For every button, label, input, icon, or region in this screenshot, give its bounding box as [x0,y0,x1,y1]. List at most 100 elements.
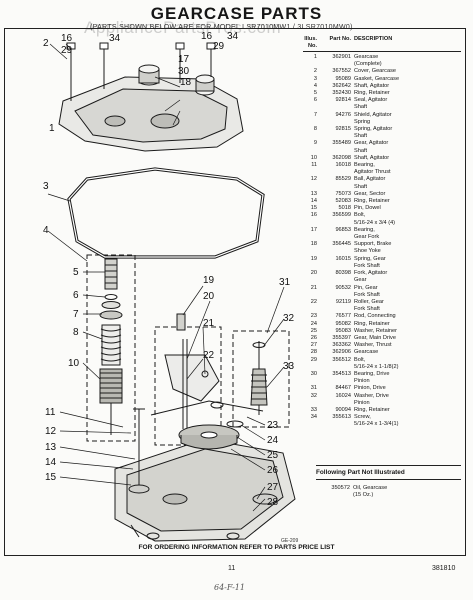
illus-number: 6 [313,97,317,104]
callout-30: 30 [178,66,190,77]
callout-16: 16 [61,33,73,44]
illus-number: 27 [310,342,317,349]
part-description: Spring, Gear [354,255,386,262]
callout-34: 34 [109,33,121,44]
part-number: 363362 [332,342,351,349]
illus-number: 9 [313,140,317,147]
part-number: 356599 [332,212,351,219]
part-description: Ball, Agitator [354,176,386,183]
document-number: 381810 [432,565,456,572]
illus-number: 4 [313,82,317,89]
part-description: Gasket, Gearcase [354,75,400,82]
callout-32: 32 [283,313,295,324]
page-title: GEARCASE PARTS [150,4,323,23]
part-number: 85529 [335,176,351,183]
illus-number: 10 [310,154,317,161]
part-number: 362098 [332,154,351,161]
part-description: Shield, Agitator [354,111,392,118]
connecting-rod [150,400,264,416]
callout-28: 28 [267,497,279,508]
part-number: 355489 [332,140,351,147]
part-description: Ring, Retainer [354,406,390,413]
drive-pinion-group [232,330,290,428]
illus-number: 20 [310,270,317,277]
drawing-code: GE-209 [281,538,299,544]
part-description-continued: Spring [354,118,371,125]
callout-18: 18 [180,77,192,88]
callout-13: 13 [45,442,57,453]
part-number: 94276 [335,111,351,118]
part-number: 90532 [335,284,351,291]
illus-number: 31 [310,385,317,392]
part-number: 84467 [335,385,351,392]
callout-4: 4 [43,225,49,236]
callout-21: 21 [203,318,215,329]
part-number: 16024 [335,392,351,399]
part-number: 356512 [332,356,351,363]
illus-number: 13 [310,190,317,197]
part-description: Bearing, [354,226,375,233]
illus-number: 30 [310,370,317,377]
part-description: Spring, Agitator [354,126,393,133]
part-description: Seal, Agitator [354,97,388,104]
callout-5: 5 [73,267,79,278]
part-number: 92814 [335,97,351,104]
part-number: 80398 [335,270,351,277]
exploded-diagram: 2 16 29 34 16 34 29 17 30 18 1 3 4 5 6 7… [43,31,296,542]
illus-number: 2 [313,68,317,75]
callout-7: 7 [73,309,79,320]
part-description-continued: Shoe Yoke [354,248,381,255]
part-description-continued: (15 Oz.) [353,492,374,499]
illus-number: 28 [310,349,317,356]
callout-11: 11 [45,407,56,418]
illus-number: 19 [310,255,317,262]
illus-number: 18 [310,241,317,248]
handwritten-note: 64-F-11 [214,583,245,592]
gasket [67,167,265,259]
callout-31: 31 [279,277,291,288]
part-number: 95083 [335,327,351,334]
part-description: Pinion, Drive [354,385,386,392]
part-number: 96853 [335,226,351,233]
callout-20: 20 [203,291,215,302]
part-number: 52083 [335,198,351,205]
part-number: 350572 [331,485,350,491]
part-description-continued: 5/16-24 x 1-1/8(2) [354,363,399,370]
part-number: 90094 [335,406,351,413]
illus-number: 32 [310,392,317,399]
page-number: 11 [228,565,236,572]
agitator-shaft-group [86,254,136,442]
parts-table-header: Illus. No. Part No. DESCRIPTION [303,36,461,52]
callout-23: 23 [267,420,279,431]
part-description-continued: Gear [354,277,367,284]
callout-6: 6 [73,290,79,301]
part-description: Cover, Gearcase [354,68,396,75]
illus-number: 8 [313,126,317,133]
illus-number: 3 [313,75,317,82]
illus-number: 33 [310,406,317,413]
part-number: 362642 [332,82,351,89]
illus-number: 14 [310,198,317,205]
illus-number: 11 [311,162,317,169]
part-description: Gear, Agitator [354,140,389,147]
part-description-continued: Agitator Thrust [354,169,391,176]
part-description: Pin, Dowel [354,205,381,212]
